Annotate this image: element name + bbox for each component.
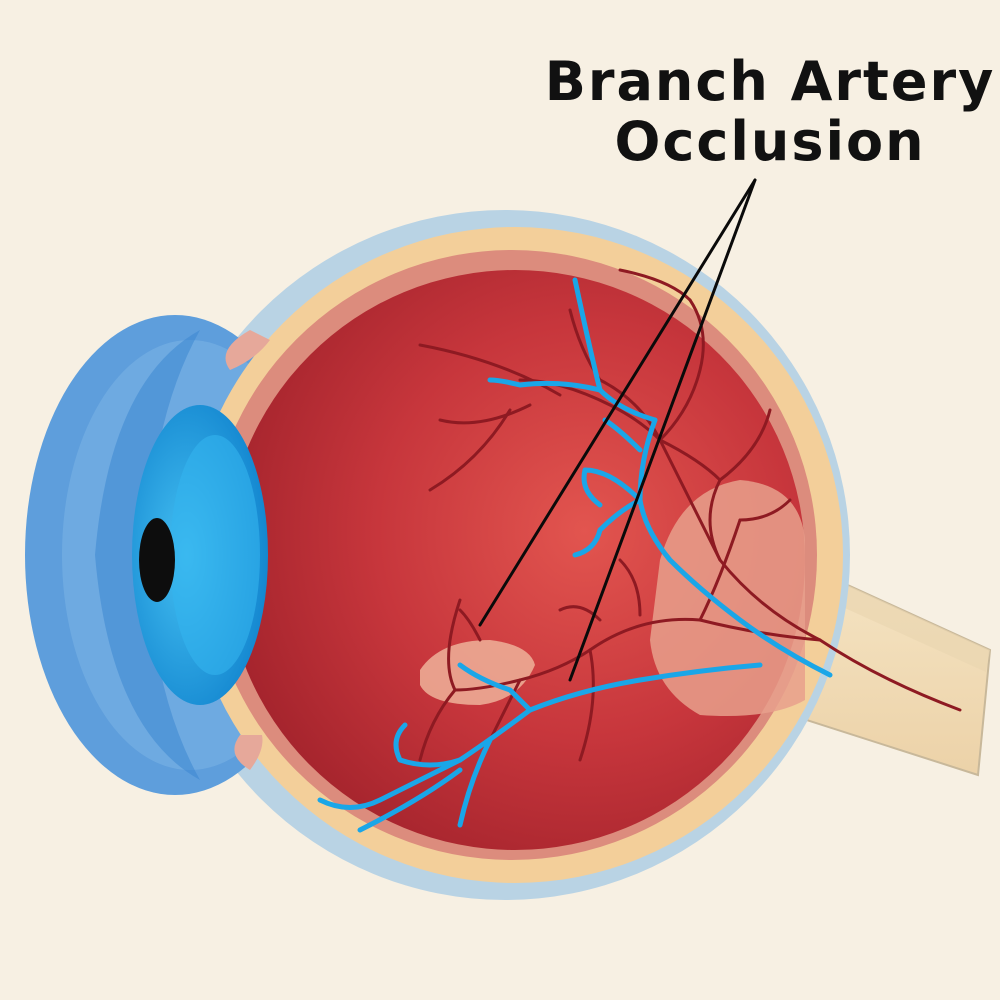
annotation-pointers: [478, 178, 757, 682]
ciliary-body-lower: [234, 735, 263, 770]
label-line-1: Branch Artery: [544, 50, 996, 113]
occluded-patch-main: [650, 480, 805, 716]
pupil: [139, 518, 175, 602]
ciliary-body-upper: [225, 330, 270, 370]
retinal-veins: [317, 277, 833, 833]
diagram-label: Branch Artery Occlusion: [540, 52, 1000, 172]
label-line-2: Occlusion: [614, 110, 926, 173]
retinal-arteries: [418, 268, 962, 762]
vitreous-body: [225, 270, 805, 850]
